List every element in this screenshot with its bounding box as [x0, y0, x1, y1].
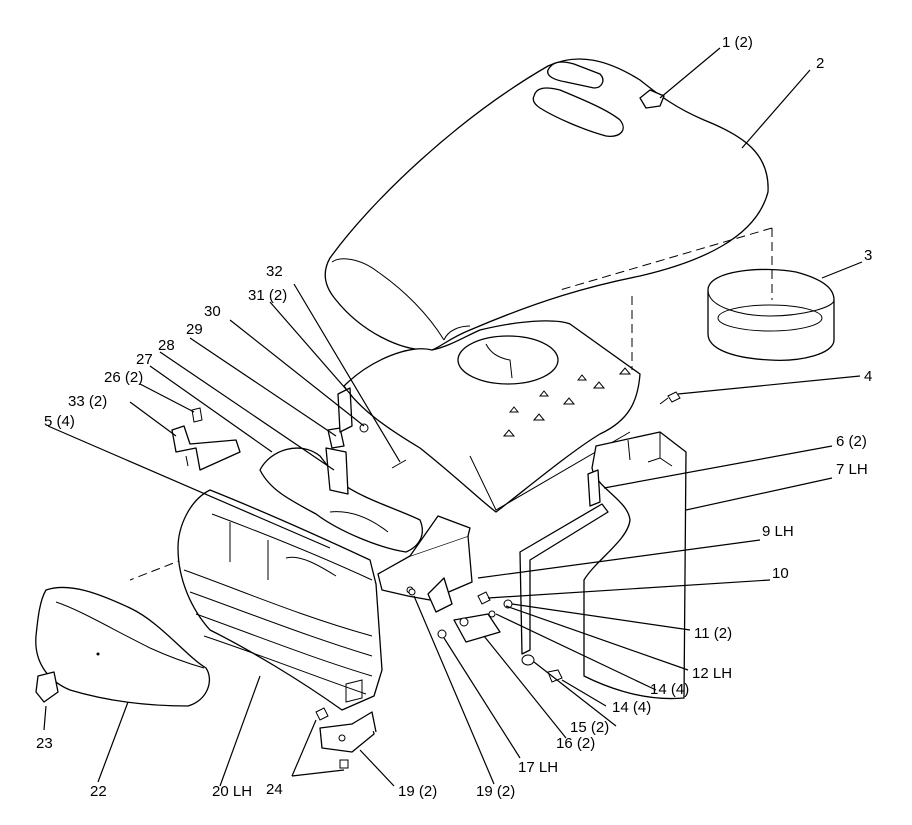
part-clip-27	[191, 407, 203, 423]
callout-10: 33 (2)	[68, 393, 107, 410]
callout-26: 5 (4)	[44, 413, 75, 430]
part-nut-14	[488, 599, 513, 618]
callout-19-a: 17 LH	[518, 759, 558, 776]
callout-32: 31 (2)	[248, 287, 287, 304]
callout-19-b: 19 (2)	[476, 783, 515, 800]
part-bracket-29	[325, 447, 349, 495]
part-bracket-10	[171, 425, 241, 471]
callout-17: 16 (2)	[556, 735, 595, 752]
callout-20: 19 (2)	[398, 783, 437, 800]
callout-31: 30	[204, 303, 221, 320]
part-emblem-24	[35, 671, 59, 703]
part-screw-5	[315, 707, 349, 769]
callout-15: 14 (4)	[612, 699, 651, 716]
callout-11: 10	[772, 565, 789, 582]
part-bumper-pad-6	[587, 469, 601, 507]
callout-30: 29	[186, 321, 203, 338]
part-screw-31	[359, 423, 369, 433]
part-bolt-11	[477, 591, 491, 605]
part-hood-top	[324, 58, 769, 351]
part-baffle-28	[259, 447, 423, 553]
callout-7: 7 LH	[836, 461, 868, 478]
part-nose-panel-23	[35, 586, 211, 707]
callout-labels: 1 (2) 2 3 4 6 (2) 7 LH 9 LH 10 11 (2) 12…	[36, 34, 872, 800]
callout-22: 20 LH	[212, 783, 252, 800]
callout-1: 1 (2)	[722, 34, 753, 51]
callout-24: 23	[36, 735, 53, 752]
part-nut-19	[408, 588, 447, 639]
part-mount-bracket-lh	[377, 515, 473, 613]
callout-23: 22	[90, 783, 107, 800]
callout-12: 11 (2)	[694, 625, 732, 642]
callout-14-a: 12 LH	[692, 665, 732, 682]
callout-4: 4	[864, 368, 872, 385]
leader-lines	[43, 47, 863, 787]
part-screw-4	[659, 391, 681, 405]
callout-16: 15 (2)	[570, 719, 609, 736]
callout-2: 2	[816, 55, 824, 72]
part-bracket-32	[337, 387, 353, 433]
part-frame-bracket-lh	[519, 503, 609, 655]
part-hood-bumper	[639, 89, 665, 109]
part-bracket-20	[319, 711, 377, 753]
callout-3: 3	[864, 247, 872, 264]
callout-29: 28	[158, 337, 175, 354]
part-spring-33	[391, 459, 407, 469]
part-hood-lower-body	[343, 320, 641, 513]
callout-28: 27	[136, 351, 153, 368]
part-ring	[707, 268, 835, 361]
part-side-panel-lh	[583, 431, 687, 700]
part-grille-22	[177, 489, 383, 711]
callout-14-b: 14 (4)	[650, 681, 689, 698]
part-bolt-15	[547, 669, 563, 683]
callout-5: 24	[266, 781, 283, 798]
part-washer-16	[521, 654, 535, 666]
callout-33: 32	[266, 263, 283, 280]
callout-27: 26 (2)	[104, 369, 143, 386]
callout-6: 6 (2)	[836, 433, 867, 450]
callout-9: 9 LH	[762, 523, 794, 540]
part-plate-17	[453, 613, 501, 643]
